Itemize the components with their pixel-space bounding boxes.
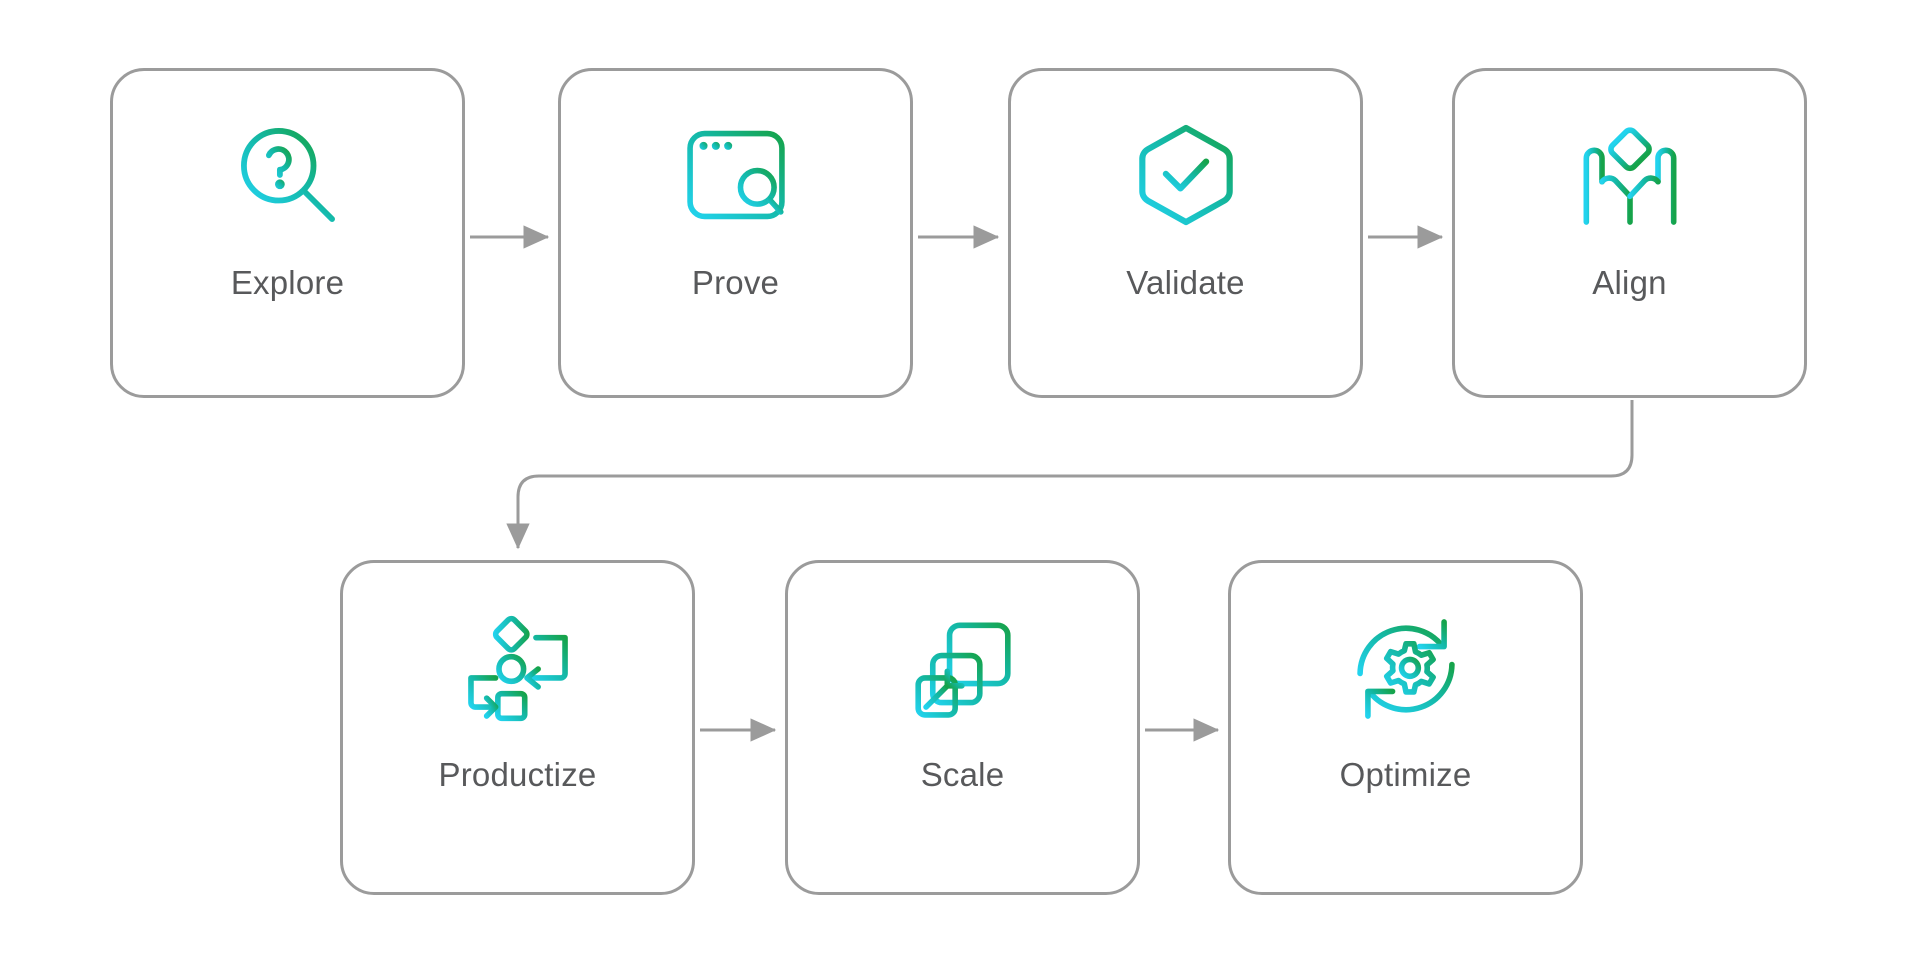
node-card-prove[interactable]: Prove: [558, 68, 913, 398]
node-label-productize: Productize: [438, 756, 597, 793]
stacked-squares-arrow-icon: [903, 609, 1023, 729]
gear-refresh-icon: [1346, 609, 1466, 729]
node-card-productize[interactable]: Productize: [340, 560, 695, 895]
hands-holding-diamond-icon: [1570, 115, 1690, 235]
hexagon-check-icon: [1126, 115, 1246, 235]
node-card-optimize[interactable]: Optimize: [1228, 560, 1583, 895]
node-card-scale[interactable]: Scale: [785, 560, 1140, 895]
node-label-validate: Validate: [1126, 264, 1245, 301]
node-card-align[interactable]: Align: [1452, 68, 1807, 398]
node-label-optimize: Optimize: [1339, 756, 1472, 793]
node-card-validate[interactable]: Validate: [1008, 68, 1363, 398]
node-label-align: Align: [1592, 264, 1667, 301]
node-label-scale: Scale: [920, 756, 1005, 793]
node-label-explore: Explore: [230, 264, 345, 301]
connector-align-productize: [506, 400, 1634, 550]
magnifier-question-icon: [228, 115, 348, 235]
workflow-nodes-icon: [458, 609, 578, 729]
node-label-prove: Prove: [691, 264, 780, 301]
node-card-explore[interactable]: Explore: [110, 68, 465, 398]
dashboard-analytics-search-icon: [676, 115, 796, 235]
